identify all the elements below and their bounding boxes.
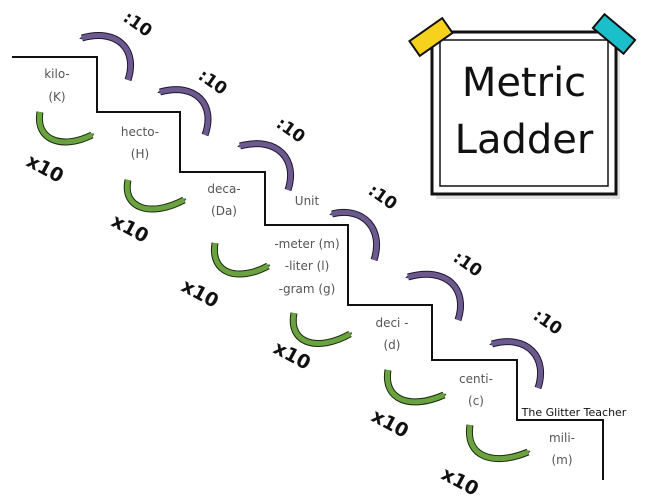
divide-label: :10 xyxy=(449,248,486,282)
step-unit-liter: -liter (l) xyxy=(285,259,330,273)
multiply-label: x10 xyxy=(438,463,483,499)
credit-text: The Glitter Teacher xyxy=(521,406,627,419)
multiply-label: x10 xyxy=(368,405,413,443)
title-card: Metric Ladder xyxy=(409,14,635,199)
divide-label: :10 xyxy=(529,306,566,340)
step-kilo-abbr: (K) xyxy=(48,90,65,104)
step-centi-name: centi- xyxy=(459,372,493,386)
step-hecto-name: hecto- xyxy=(121,125,159,139)
divide-label: :10 xyxy=(364,181,401,215)
divide-label: :10 xyxy=(119,8,156,42)
title-line-2: Ladder xyxy=(455,117,594,163)
step-deca-name: deca- xyxy=(207,182,240,196)
multiply-label: x10 xyxy=(108,210,153,248)
multiply-label: x10 xyxy=(178,275,223,313)
title-line-1: Metric xyxy=(462,60,586,106)
divide-label: :10 xyxy=(272,114,309,148)
step-mili-name: mili- xyxy=(549,431,575,445)
step-unit-meter: -meter (m) xyxy=(274,237,339,251)
step-hecto-abbr: (H) xyxy=(131,147,149,161)
step-unit-gram: -gram (g) xyxy=(279,282,336,296)
step-deci-name: deci - xyxy=(375,316,408,330)
step-deca-abbr: (Da) xyxy=(211,204,237,218)
multiply-label: x10 xyxy=(23,150,68,188)
step-unit-name: Unit xyxy=(295,194,320,208)
step-kilo-name: kilo- xyxy=(44,67,70,81)
step-deci-abbr: (d) xyxy=(384,338,401,352)
step-centi-abbr: (c) xyxy=(468,394,484,408)
step-mili-abbr: (m) xyxy=(551,453,572,467)
